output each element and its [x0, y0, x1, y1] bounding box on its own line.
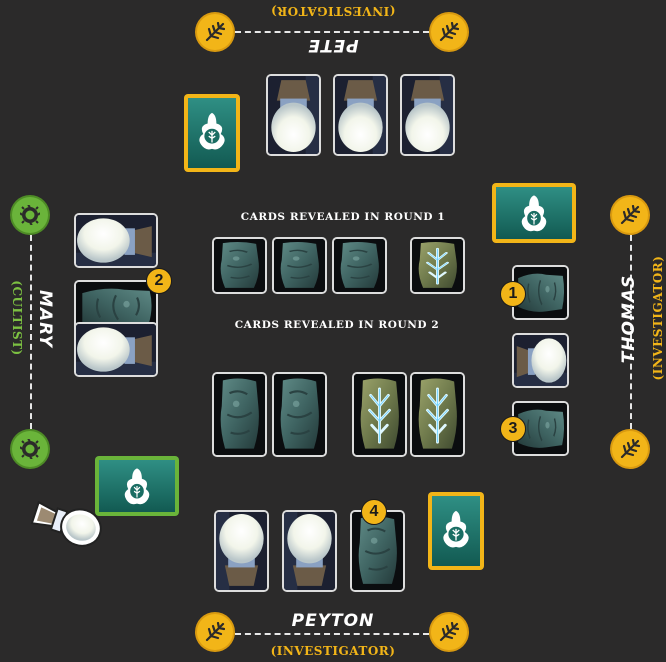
- card-elder-sign[interactable]: [352, 372, 407, 457]
- divider: [30, 235, 32, 429]
- card-lantern[interactable]: [333, 74, 388, 156]
- card-empty[interactable]: [272, 372, 327, 457]
- callout-badge: 4: [361, 499, 387, 525]
- card-empty[interactable]: [272, 237, 327, 294]
- player-name-bottom: PEYTON: [283, 611, 383, 631]
- round-2-label: CARDS REVEALED IN ROUND 2: [212, 319, 462, 331]
- card-empty[interactable]: [332, 237, 387, 294]
- round-1-label: CARDS REVEALED IN ROUND 1: [218, 211, 468, 223]
- callout-badge: 1: [500, 281, 526, 307]
- player-role-bottom: (INVESTIGATOR): [265, 644, 401, 658]
- role-card[interactable]: [428, 492, 484, 570]
- investigator-token-icon: [431, 14, 467, 50]
- card-empty[interactable]: [212, 237, 267, 294]
- card-lantern[interactable]: [400, 74, 455, 156]
- card-lantern[interactable]: [74, 213, 158, 268]
- lantern-token-icon[interactable]: [26, 496, 108, 548]
- role-card[interactable]: [492, 183, 576, 243]
- callout-badge: 3: [500, 416, 526, 442]
- card-lantern[interactable]: [214, 510, 269, 592]
- card-elder-sign[interactable]: [410, 372, 465, 457]
- investigator-token-icon: [612, 431, 648, 467]
- cultist-token-icon: [12, 197, 48, 233]
- player-role-left: (CULTIST): [10, 268, 24, 368]
- player-name-top: PETE: [283, 35, 383, 55]
- divider: [235, 633, 429, 635]
- divider: [235, 31, 429, 33]
- card-elder-sign[interactable]: [410, 237, 465, 294]
- investigator-token-icon: [431, 614, 467, 650]
- card-lantern[interactable]: [266, 74, 321, 156]
- card-lantern[interactable]: [74, 322, 158, 377]
- player-name-left: MARY: [35, 269, 55, 369]
- card-lantern[interactable]: [512, 333, 569, 388]
- player-role-right: (INVESTIGATOR): [651, 253, 665, 383]
- cultist-token-icon: [12, 431, 48, 467]
- callout-badge: 2: [146, 268, 172, 294]
- investigator-token-icon: [197, 614, 233, 650]
- player-name-right: THOMAS: [619, 259, 639, 379]
- investigator-token-icon: [612, 197, 648, 233]
- card-lantern[interactable]: [282, 510, 337, 592]
- player-role-top: (INVESTIGATOR): [265, 4, 401, 18]
- card-empty[interactable]: [212, 372, 267, 457]
- investigator-token-icon: [197, 14, 233, 50]
- role-card[interactable]: [184, 94, 240, 172]
